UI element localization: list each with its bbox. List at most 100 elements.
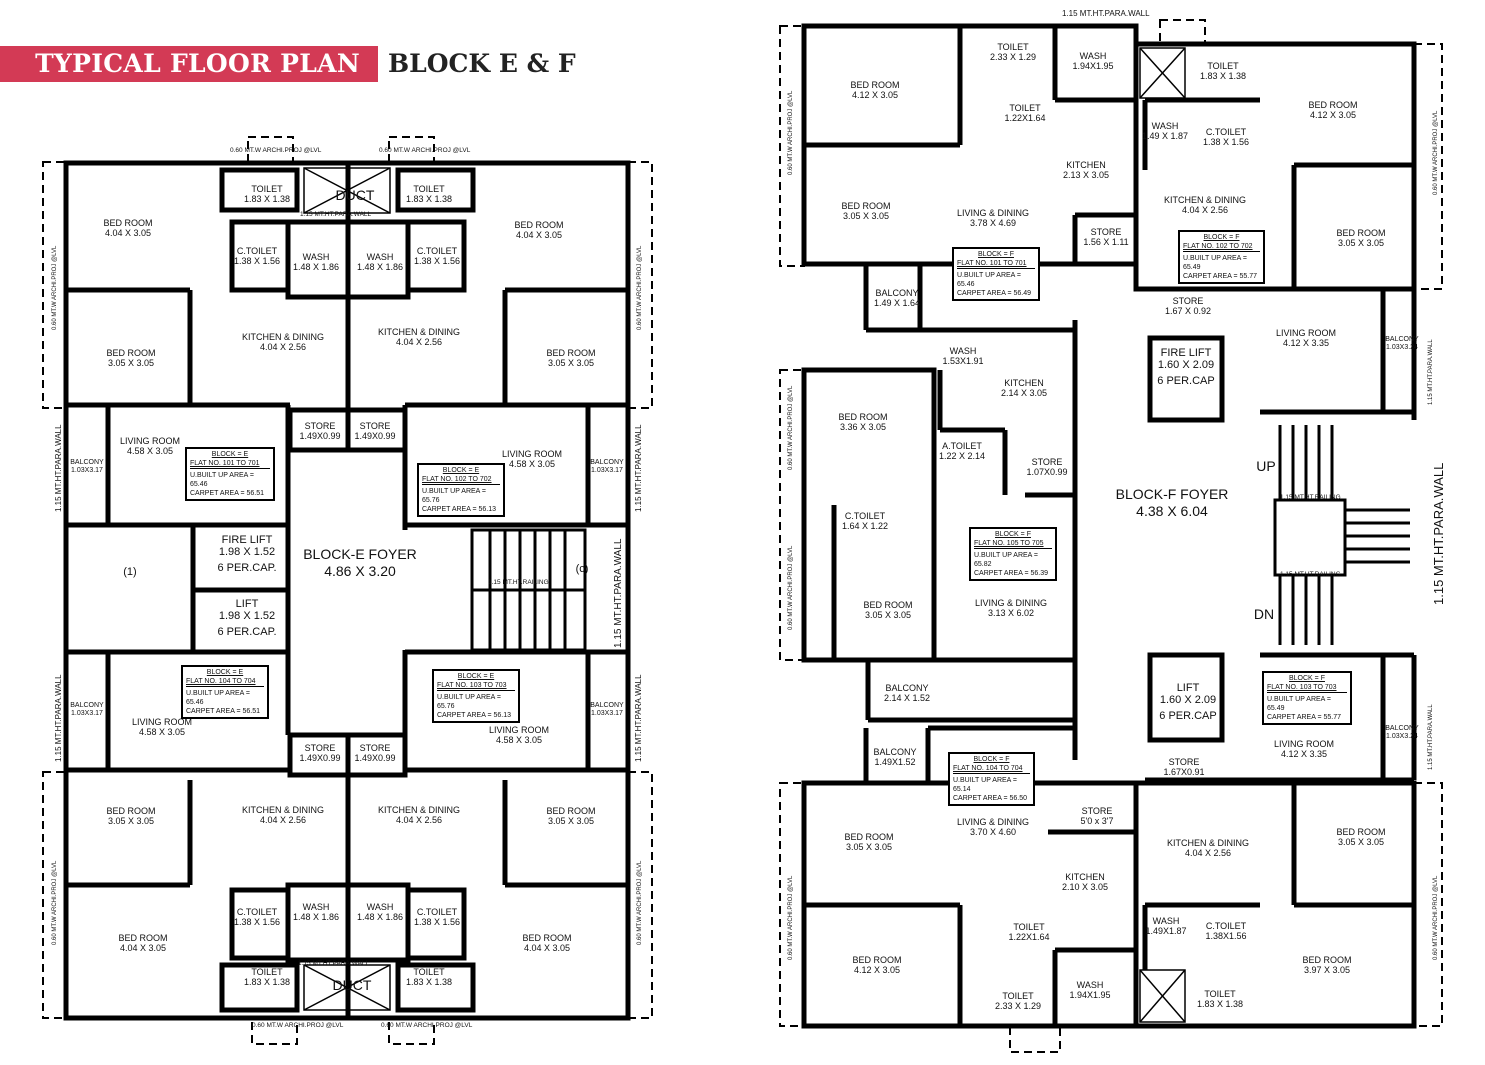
room-name: TOILET [251, 967, 283, 977]
flat-builtup: U.BUILT UP AREA = 65.46 [190, 472, 255, 488]
room-size: 1.83 X 1.38 [243, 194, 291, 204]
room-name: BED ROOM [1302, 955, 1352, 965]
room-name: KITCHEN & DINING [1166, 838, 1250, 848]
para-wall-note: 1.15 MT.HT.PARA.WALL [1431, 462, 1446, 605]
room-size: 1.49X1.87 [1145, 926, 1187, 936]
room-name: TOILET [1009, 103, 1041, 113]
room-name: LIVING ROOM [1273, 739, 1335, 749]
room-size: 1.38 X 1.56 [1202, 137, 1250, 147]
block-e-ducts [303, 167, 391, 1011]
core-name: FIRE LIFT [1160, 347, 1212, 359]
room-size: 1.49 X 1.64 [873, 298, 921, 308]
flat-block: BLOCK = F [978, 251, 1014, 258]
room-size: 4.58 X 3.05 [138, 727, 186, 737]
room-name: KITCHEN & DINING [377, 805, 461, 815]
room-name: KITCHEN & DINING [377, 327, 461, 337]
flat-carpet: CARPET AREA = 55.77 [1183, 273, 1257, 280]
room-name: BALCONY [885, 683, 929, 693]
flat-builtup: U.BUILT UP AREA = 65.76 [422, 488, 487, 504]
para-wall-note: 1.15 MT.HT.PARA.WALL [1428, 704, 1434, 770]
room-name: TOILET [997, 42, 1029, 52]
room-size: 3.13 X 6.02 [987, 608, 1035, 618]
flat-builtup: U.BUILT UP AREA = 65.46 [186, 690, 251, 706]
para-wall-note: 1.15 MT.HT.PARA.WALL [54, 674, 63, 762]
core-cap: 6 PER.CAP [1159, 710, 1217, 722]
flat-carpet: CARPET AREA = 55.77 [1267, 714, 1341, 721]
duct-label: DUCT [335, 187, 375, 203]
room-name: BED ROOM [103, 218, 153, 228]
flat-builtup: U.BUILT UP AREA = 65.49 [1183, 255, 1248, 271]
core-size: 1.98 X 1.52 [218, 546, 276, 558]
core-size: 1.60 X 2.09 [1159, 694, 1217, 706]
room-name: TOILET [1002, 991, 1034, 1001]
flat-builtup: U.BUILT UP AREA = 65.49 [1267, 696, 1332, 712]
room-size: 1.03X3.17 [71, 467, 103, 474]
room-name: WASH [1079, 51, 1107, 61]
room-size: 1.22X1.64 [1008, 932, 1050, 942]
room-size: 4.04 X 2.56 [1184, 848, 1232, 858]
room-name: BED ROOM [844, 832, 894, 842]
core-cap: 6 PER.CAP [1157, 375, 1215, 387]
room-size: 1.53X1.91 [942, 356, 984, 366]
room-size: 3.05 X 3.05 [845, 842, 893, 852]
room-name: KITCHEN [1004, 378, 1044, 388]
room-size: 4.04 X 2.56 [259, 815, 307, 825]
room-size: 1.22X1.64 [1004, 113, 1046, 123]
room-name: C.TOILET [844, 511, 886, 521]
core-size: 1.60 X 2.09 [1157, 359, 1215, 371]
room-size: 1.49X0.99 [299, 753, 341, 763]
projection-note: 0.60 MT.W ARCHI.PROJ @LVL [52, 245, 58, 330]
para-wall-note: 1.15 MT.HT.PARA.WALL [634, 674, 643, 762]
flat-flat: FLAT NO. 104 TO 704 [953, 764, 1030, 774]
room-size: 4.12 X 3.35 [1280, 749, 1328, 759]
room-size: 5'0 x 3'7 [1080, 816, 1114, 826]
flat-flat: FLAT NO. 104 TO 704 [186, 677, 264, 687]
room-size: 4.12 X 3.05 [853, 965, 901, 975]
room-size: 2.13 X 3.05 [1062, 170, 1110, 180]
flat-block: BLOCK = F [995, 531, 1031, 538]
projection-note: 0.60 MT.W ARCHI.PROJ @LVL [1433, 110, 1439, 195]
room-size: 1.94X1.95 [1072, 61, 1114, 71]
core-cap: 6 PER.CAP. [217, 626, 277, 638]
flat-flat: FLAT NO. 102 TO 702 [422, 475, 500, 485]
room-size: 1.67 X 0.92 [1164, 306, 1212, 316]
room-name: KITCHEN & DINING [1163, 195, 1247, 205]
flat-flat: FLAT NO. 102 TO 702 [1183, 242, 1260, 252]
room-size: 3.05 X 3.05 [107, 816, 155, 826]
room-size: 2.33 X 1.29 [994, 1001, 1042, 1011]
room-size: 3.05 X 3.05 [864, 610, 912, 620]
room-name: STORE [359, 421, 391, 431]
room-name: KITCHEN & DINING [241, 805, 325, 815]
page-subtitle: BLOCK E & F [388, 49, 576, 78]
room-name: WASH [302, 902, 330, 912]
room-name: TOILET [1013, 922, 1045, 932]
